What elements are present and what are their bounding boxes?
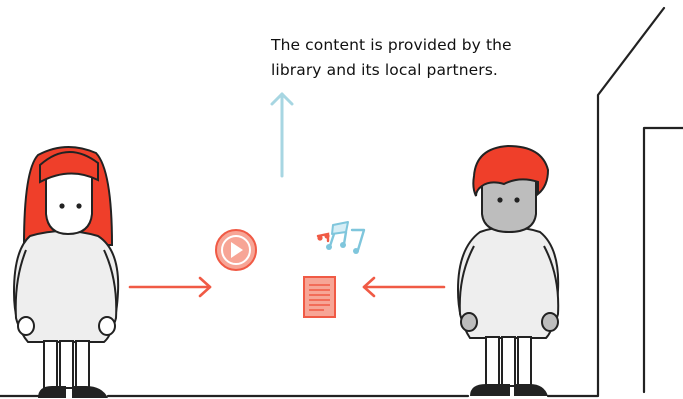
arrow-left-icon (362, 276, 446, 298)
caption-line-2: library and its local partners. (271, 61, 498, 79)
person-left (12, 146, 120, 398)
arrow-up-icon (270, 92, 294, 178)
play-icon (215, 229, 257, 271)
ground-and-building (0, 6, 683, 398)
person-right (456, 144, 560, 396)
caption-text: The content is provided by the library a… (271, 33, 571, 83)
caption-line-1: The content is provided by the (271, 36, 512, 54)
arrow-right-icon (128, 276, 212, 298)
music-notes-icon (316, 221, 366, 254)
document-icon (303, 276, 336, 318)
